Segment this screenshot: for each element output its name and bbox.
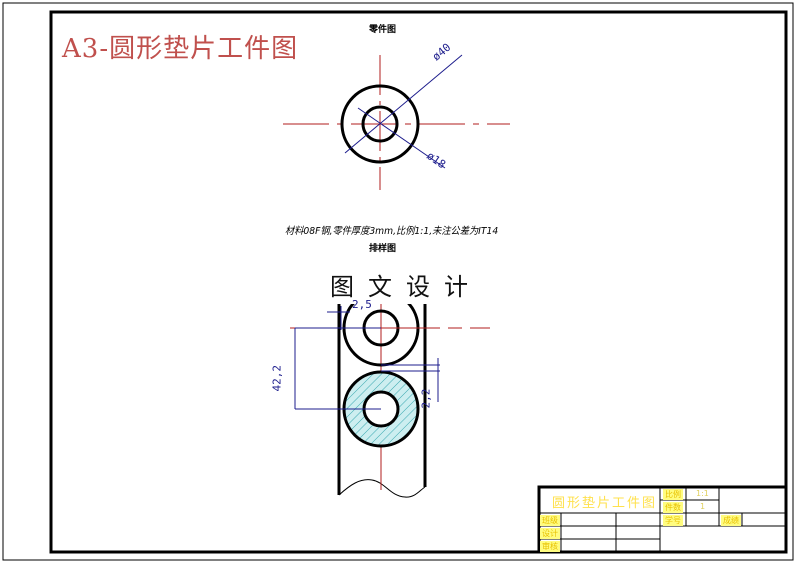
quantity-value: 1 [700,502,706,511]
grade-label: 成绩 [721,515,741,526]
class-label: 班级 [540,515,560,526]
scale-value: 1:1 [696,489,709,498]
inner-border [49,10,788,554]
scale-label: 比例 [663,489,683,500]
part-view-label: 零件图 [369,25,397,35]
part-view [283,54,510,190]
strip-view-label: 排样图 [369,244,397,254]
material-note: 材料08F钢,零件厚度3mm,比例1:1,未注公差为IT14 [285,226,499,237]
quantity-label: 件数 [663,502,683,513]
strip-layout-view [290,289,490,498]
student-id-label: 学号 [663,515,683,526]
title-block [537,485,788,554]
reviewer-label: 审核 [540,541,560,552]
drawing-title: A3-圆形垫片工件图 [62,34,299,64]
pitch-dimension: 42,2 [270,365,284,392]
edge-margin-dimension: 2,5 [352,298,372,311]
designer-label: 设计 [540,528,560,539]
title-block-name: 圆形垫片工件图 [552,496,658,511]
watermark: 图文设计 [326,265,486,304]
web-dimension: 2,2 [419,388,433,409]
